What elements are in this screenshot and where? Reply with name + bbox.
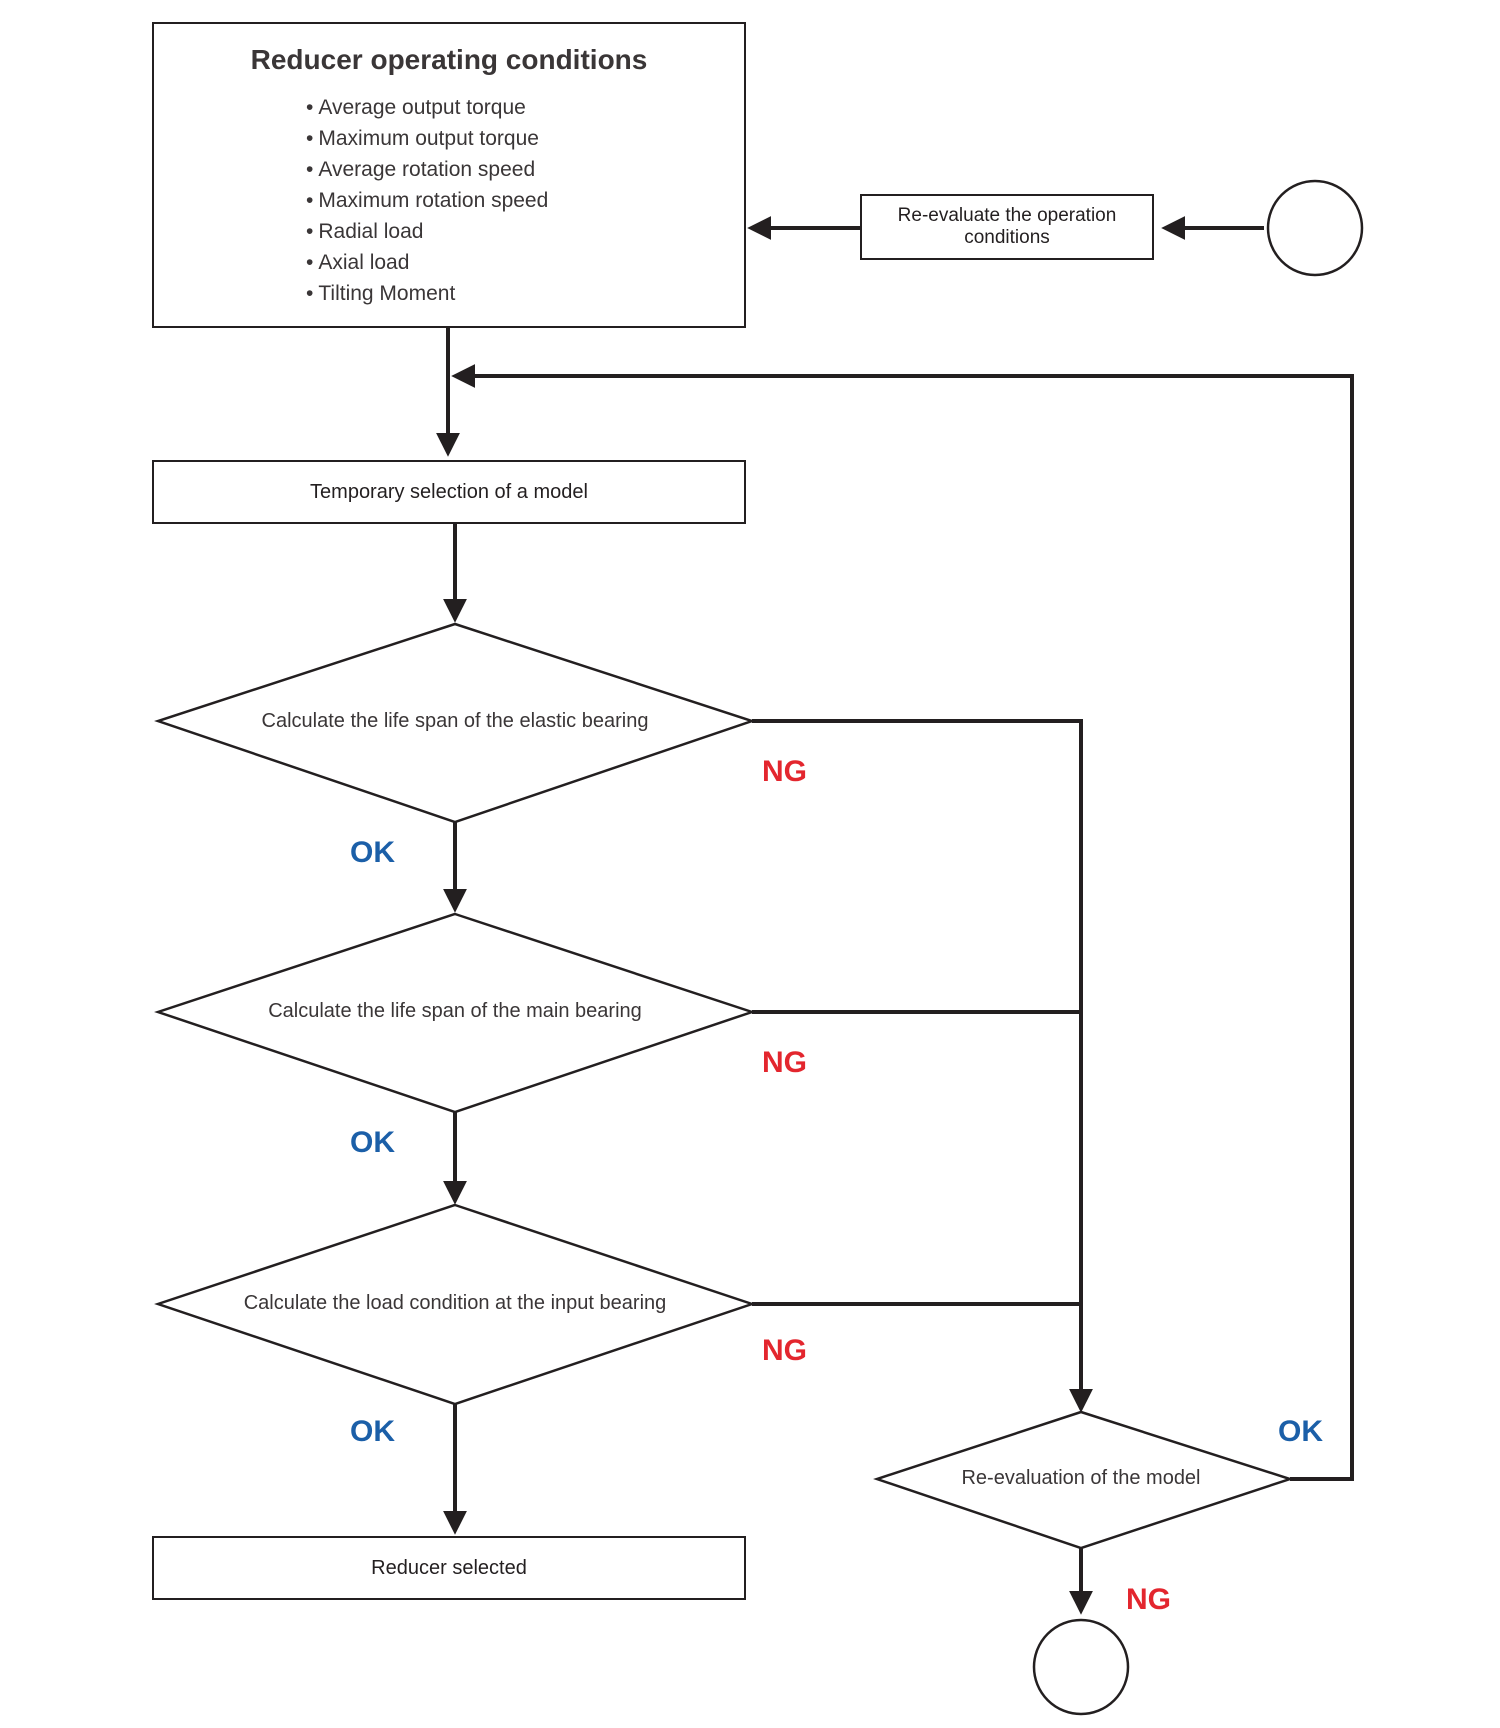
condition-item: Axial load [306, 247, 548, 278]
condition-item: Radial load [306, 216, 548, 247]
decision-reevaluation-model-label: Re-evaluation of the model [961, 1467, 1201, 1489]
connector-circle-end [1032, 1618, 1130, 1716]
ng-label-input: NG [762, 1334, 807, 1367]
temporary-selection-box: Temporary selection of a model [152, 460, 746, 524]
temporary-selection-label: Temporary selection of a model [310, 480, 588, 503]
decision-reevaluation-model-shape [873, 1410, 1295, 1550]
condition-item: Average rotation speed [306, 154, 548, 185]
ng-label-main: NG [762, 1046, 807, 1079]
operating-conditions-list: Average output torque Maximum output tor… [306, 92, 548, 309]
reducer-selected-box: Reducer selected [152, 1536, 746, 1600]
decision-input-bearing-shape [154, 1203, 756, 1406]
reevaluate-conditions-label: Re-evaluate the operation conditions [897, 205, 1117, 248]
reevaluate-conditions-box: Re-evaluate the operation conditions [860, 194, 1154, 260]
connector-circle-start [1266, 179, 1364, 277]
ok-label-main: OK [350, 1126, 395, 1159]
decision-main-bearing-shape [154, 912, 756, 1114]
condition-item: Tilting Moment [306, 278, 548, 309]
decision-elastic-bearing-shape [154, 622, 756, 824]
reducer-selected-label: Reducer selected [371, 1556, 527, 1579]
decision-main-bearing-label: Calculate the life span of the main bear… [268, 1000, 642, 1022]
ng-label-reevaluation: NG [1126, 1583, 1171, 1616]
ok-label-elastic: OK [350, 836, 395, 869]
ng-label-elastic: NG [762, 755, 807, 788]
decision-input-bearing-label: Calculate the load condition at the inpu… [243, 1292, 667, 1314]
condition-item: Maximum output torque [306, 123, 548, 154]
operating-conditions-box: Reducer operating conditions Average out… [152, 22, 746, 328]
operating-conditions-title: Reducer operating conditions [250, 44, 648, 75]
ok-label-input: OK [350, 1415, 395, 1448]
condition-item: Average output torque [306, 92, 548, 123]
connector-elastic-ng [752, 719, 1083, 1000]
decision-elastic-bearing-label: Calculate the life span of the elastic b… [261, 710, 649, 732]
ok-label-reevaluation: OK [1278, 1415, 1323, 1448]
condition-item: Maximum rotation speed [306, 185, 548, 216]
connector-ok-loop-back [451, 364, 1354, 1481]
